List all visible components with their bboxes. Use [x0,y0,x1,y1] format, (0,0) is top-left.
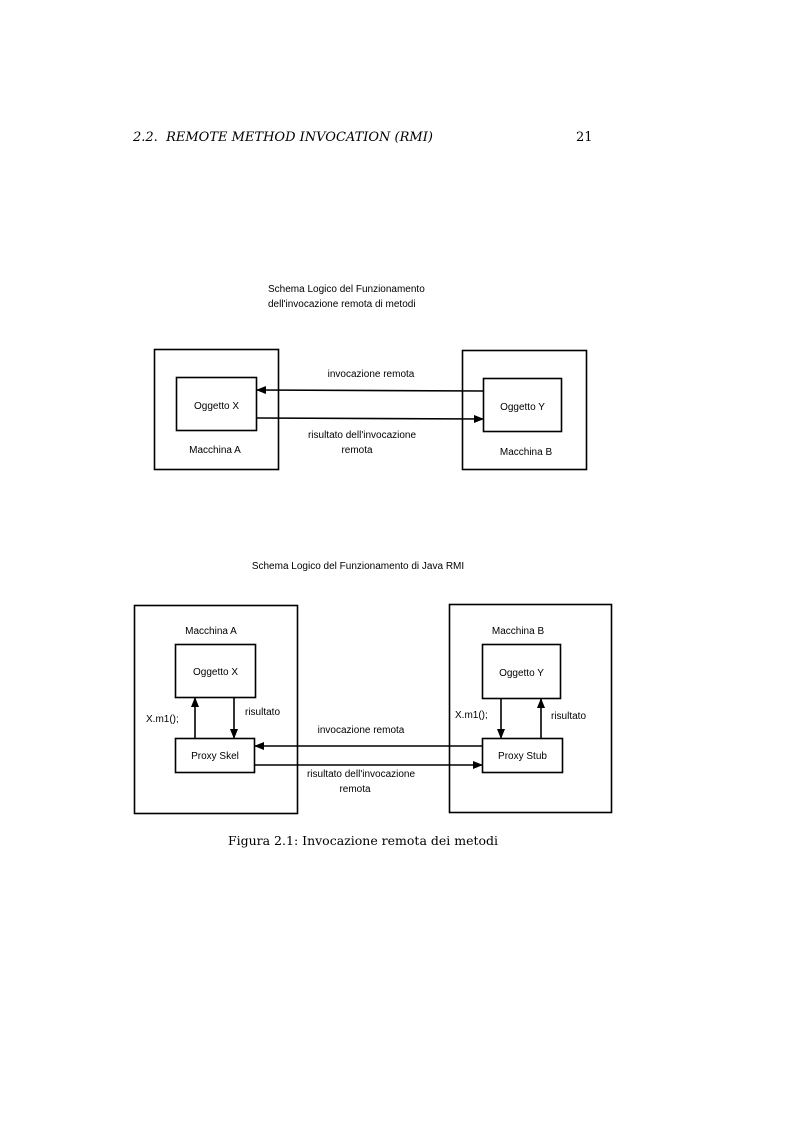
object-x-label: Oggetto X [193,667,238,678]
machine-b-label: Macchina B [500,447,553,458]
machine-a-label: Macchina A [189,445,241,456]
proxy-stub-label: Proxy Stub [498,751,547,762]
section-title: REMOTE METHOD INVOCATION (RMI) [166,130,433,145]
machine-a-box [153,348,280,471]
result-right-label: risultato [551,711,586,722]
diagram-basic-rmi: Schema Logico del Funzionamento dell'inv… [153,284,588,471]
object-y-label: Oggetto Y [500,402,545,413]
object-x-box [175,376,258,432]
machine-a-label: Macchina A [185,626,237,637]
object-x-label: Oggetto X [194,401,239,412]
machine-b-box [448,603,613,814]
page-number: 21 [576,130,593,145]
proxy-skel-label: Proxy Skel [191,751,239,762]
machine-a-box [133,604,299,815]
call-left-label: X.m1(); [146,714,179,725]
result-label-line1: risultato dell'invocazione [308,430,417,441]
running-header: 2.2. REMOTE METHOD INVOCATION (RMI) [133,130,433,145]
diagram1-title-line1: Schema Logico del Funzionamento [268,284,425,295]
result-label-line2: remota [341,445,373,456]
object-y-box [481,643,562,700]
object-x-box [174,643,257,699]
result-arrow [256,414,484,423]
machine-b-box [461,349,588,471]
machine-b-label: Macchina B [492,626,545,637]
section-number: 2.2. [133,130,158,145]
figure-caption: Figura 2.1: Invocazione remota dei metod… [227,833,499,848]
result-label-line2: remota [339,784,371,795]
call-right-label: X.m1(); [455,710,488,721]
result-left-label: risultato [245,707,280,718]
diagram1-title-line2: dell'invocazione remota di metodi [268,299,416,310]
proxy-skel-box [174,737,256,774]
remote-call-arrow [256,386,484,395]
diagram-java-rmi: Schema Logico del Funzionamento di Java … [133,561,613,815]
diagram2-title: Schema Logico del Funzionamento di Java … [252,561,464,572]
remote-call-label: invocazione remota [318,725,405,736]
object-y-label: Oggetto Y [499,668,544,679]
object-y-box [482,377,563,433]
result-label-line1: risultato dell'invocazione [307,769,416,780]
proxy-stub-box [481,737,564,774]
remote-call-label: invocazione remota [328,369,415,380]
